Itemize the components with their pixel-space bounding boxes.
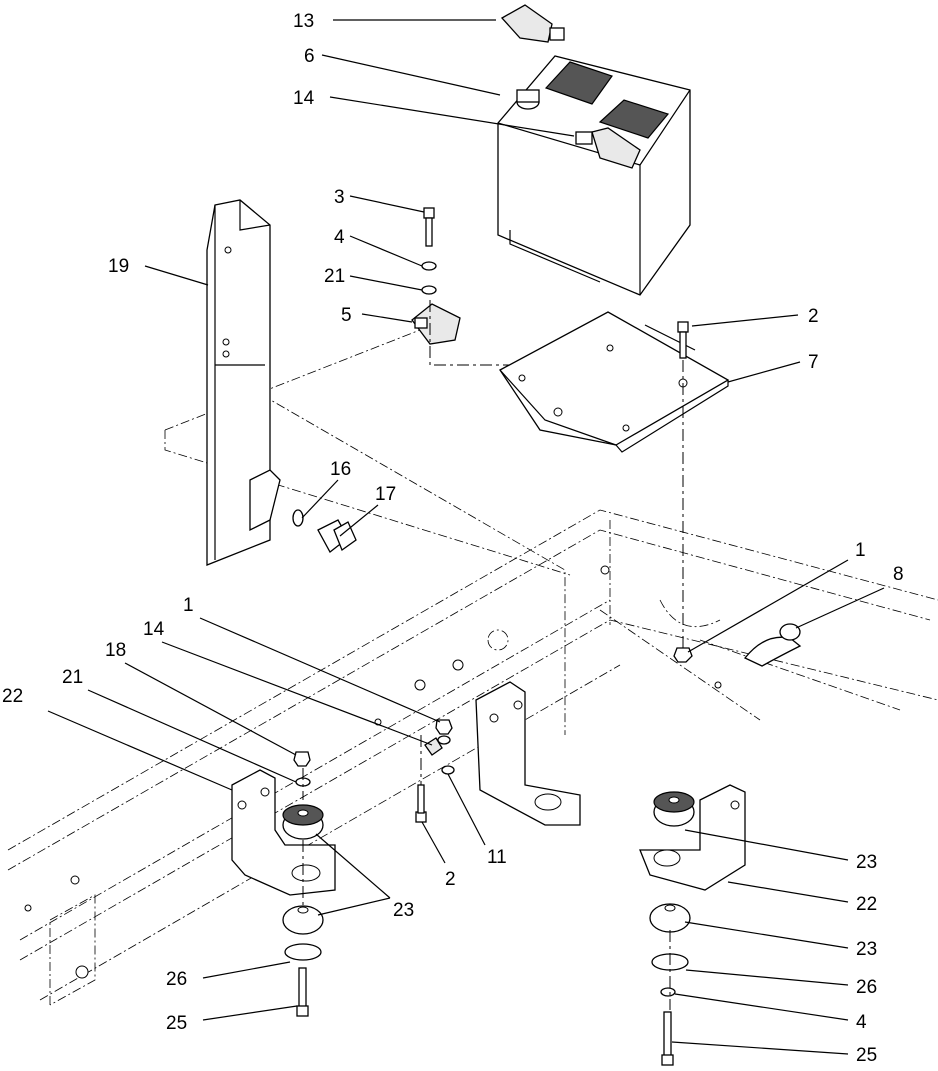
callout-26-left: 26 [166,969,187,990]
callout-23-left: 23 [393,900,414,921]
callout-23-right-lower: 23 [856,939,877,960]
isolator-right-lower [649,903,691,933]
callout-21-lower: 21 [62,667,83,688]
callout-21-upper: 21 [324,266,345,287]
callout-labels: 13 6 14 3 4 21 5 19 2 7 16 17 1 8 1 14 1… [2,11,904,1066]
callout-25-left: 25 [166,1013,187,1034]
callout-14-upper: 14 [293,88,315,109]
callout-14-lower: 14 [143,619,165,640]
callout-4-lower: 4 [856,1012,867,1033]
callout-22-right: 22 [856,894,877,915]
callout-16: 16 [330,459,351,480]
battery-hold-down-bolt [411,207,461,345]
callout-19: 19 [108,256,129,277]
washer-11 [441,765,455,775]
machine-frame-phantom [7,329,938,1006]
callout-11: 11 [487,847,507,868]
tray-bolt-upper [677,321,689,359]
callout-2-center: 2 [445,869,456,890]
mount-bracket-right [639,784,746,891]
callout-7: 7 [808,352,819,373]
battery [497,55,691,296]
washer-16 [292,509,304,527]
washer-26-left [284,943,322,961]
battery-tray [499,311,730,453]
callout-4-upper: 4 [334,227,345,248]
leader-lines [47,19,885,1055]
isolator-left-upper [282,804,324,840]
terminal-cap-14-lower [424,737,443,756]
upright-panel [206,199,281,566]
bolt-25-left [296,967,309,1017]
callout-5: 5 [341,305,352,326]
terminal-cap-13 [500,4,565,43]
bolt-17 [317,519,357,553]
callout-25-right: 25 [856,1045,877,1066]
terminal-cap-14-upper [575,127,641,169]
callout-23-right-upper: 23 [856,852,877,873]
callout-13: 13 [293,11,314,32]
nut-1-center [435,719,453,735]
mount-bracket-center [475,681,581,826]
lockwasher-4-right [660,987,676,997]
callout-8: 8 [893,564,904,585]
bolt-25-right [661,1011,674,1066]
callout-1-center: 1 [183,595,194,616]
nut-18 [293,751,311,767]
callout-18: 18 [105,640,126,661]
bolt-2-center [415,784,427,823]
callout-6: 6 [304,46,315,67]
mount-bracket-left [231,769,336,896]
washer-center [437,735,451,745]
callout-3: 3 [334,187,345,208]
isolator-left-lower [282,905,324,935]
callout-17: 17 [375,484,396,505]
cable-clamp [743,623,802,667]
callout-2-upper: 2 [808,306,819,327]
callout-22-left: 22 [2,686,23,707]
callout-1-right: 1 [855,540,866,561]
callout-26-right: 26 [856,977,877,998]
isolator-right-upper [653,791,695,827]
